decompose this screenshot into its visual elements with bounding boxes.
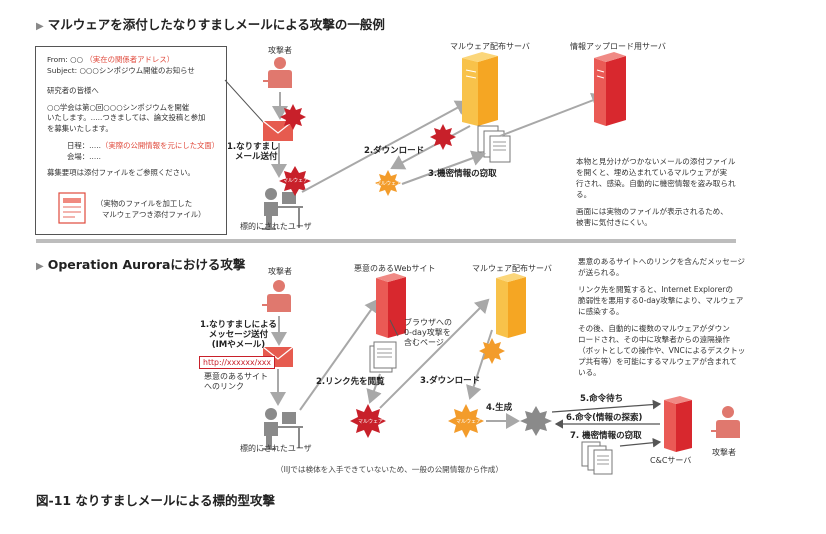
attacker2-label: 攻撃者 — [712, 448, 736, 457]
arrow-user-to-website — [299, 298, 380, 411]
arrow-exfil-2 — [619, 437, 662, 448]
sample-email-box: From: ○○ （実在の関係者アドレス） Subject: ○○○シンポジウム… — [35, 46, 227, 235]
generated-malware-icon — [520, 406, 552, 436]
attacker-label: 攻撃者 — [268, 46, 292, 55]
triangle-marker-icon: ▶ — [36, 261, 44, 272]
step2-label: 2.リンク先を閲覧 — [316, 377, 385, 387]
malware-server-icon — [462, 52, 498, 126]
step1-label: 1.なりすましによる メッセージ送付 (IMやメール) — [200, 320, 277, 351]
section1-note: 本物と見分けがつかないメールの添付ファイル を開くと、埋め込まれているマルウェア… — [576, 157, 736, 227]
arrow-exploit — [366, 373, 382, 404]
section1-title-text: マルウェアを添付したなりすましメールによる攻撃の一般例 — [47, 17, 385, 32]
attachment-note-2: マルウェアつき添付ファイル） — [102, 210, 206, 219]
malware-badge-icon — [279, 166, 311, 196]
malware-server-label: マルウェア配布サーバ — [472, 264, 552, 273]
arrow-upload — [499, 92, 606, 137]
email-from: From: ○○ （実在の関係者アドレス） — [47, 55, 175, 64]
section2-title-text: Operation Auroraにおける攻撃 — [47, 257, 246, 272]
arrow-download-2 — [466, 329, 493, 400]
triangle-marker-icon: ▶ — [36, 21, 44, 32]
arrow-to-malware-server — [379, 298, 490, 409]
step4-label: 4.生成 — [486, 403, 513, 413]
arrow-await-command — [551, 399, 662, 413]
link-label: 悪意のあるサイト へのリンク — [204, 372, 268, 391]
arrow-download — [390, 125, 471, 170]
malware-badge-icon — [350, 404, 386, 438]
malware-burst-icon — [280, 104, 306, 130]
malware-burst-icon — [430, 124, 456, 150]
website-label: 悪意のあるWebサイト — [354, 264, 436, 273]
malware-burst-icon — [479, 338, 505, 364]
section2-title: ▶Operation Auroraにおける攻撃 — [36, 254, 245, 273]
step7-label: 7. 機密情報の窃取 — [570, 431, 642, 441]
attacker-icon — [711, 406, 740, 438]
section1-title: ▶マルウェアを添付したなりすましメールによる攻撃の一般例 — [36, 14, 385, 33]
malware-badge-icon — [448, 404, 484, 438]
figure-caption: 図-11 なりすましメールによる標的型攻撃 — [36, 493, 276, 508]
malware-badge-label: マルウェア — [283, 178, 309, 184]
cc-server-icon — [664, 396, 692, 452]
attacker-label: 攻撃者 — [268, 267, 292, 276]
upload-server-label: 情報アップロード用サーバ — [570, 42, 666, 51]
section2-note: 悪意のあるサイトへのリンクを含んだメッセージ が送られる。 リンク先を閲覧すると… — [578, 257, 746, 377]
malware-burst-icon — [375, 170, 401, 196]
stolen-documents-icon — [477, 125, 511, 163]
arrow-user-to-malware-server — [301, 100, 470, 193]
malware-badge-label: マルウェア — [456, 419, 482, 425]
malware-server-label: マルウェア配布サーバ — [450, 42, 530, 51]
exploit-page-icon — [369, 341, 397, 373]
target-user-icon — [262, 188, 303, 230]
exploit-page-label: ブラウザへの 0-day攻撃を 含むページ — [404, 318, 452, 347]
attacker-icon — [262, 280, 291, 312]
email-connector-line — [224, 79, 265, 124]
email-body-line: いたします。.....つきましては、論文投稿と参加 — [47, 113, 206, 122]
step6-label: 6.命令(情報の探索) — [566, 413, 643, 423]
email-body-line: ○○学会は第○回○○○シンポジウムを開催 — [47, 102, 190, 112]
callout-line — [389, 319, 399, 337]
email-greeting: 研究者の皆様へ — [47, 86, 99, 95]
email-body-line: を募集いたします。 — [47, 123, 113, 133]
attachment-file-icon — [58, 192, 86, 224]
attachment-note-1: （実物のファイルを加工した — [96, 199, 193, 208]
step3-label: 3.機密情報の窃取 — [428, 169, 497, 179]
malicious-link-url: http://xxxxxx/xxx — [199, 356, 276, 369]
step3-label: 3.ダウンロード — [420, 376, 481, 386]
envelope-icon — [262, 120, 294, 141]
email-attach-text: 募集要項は添付ファイルをご参照ください。 — [47, 168, 195, 177]
malware-server-icon — [496, 273, 526, 338]
target-user-icon — [262, 408, 303, 450]
email-venue: 会場：..... — [67, 151, 101, 161]
malicious-website-server-icon — [376, 273, 406, 338]
email-subject: Subject: ○○○シンポジウム開催のお知らせ — [47, 65, 195, 75]
step1-label: 1.なりすまし メール送付 — [227, 142, 279, 163]
footnote: （IIJでは検体を入手できていないため、一般の公開情報から作成） — [276, 465, 503, 474]
step5-label: 5.命令待ち — [580, 394, 624, 404]
arrow-exfiltration — [401, 150, 486, 185]
attacker-icon — [263, 57, 292, 88]
target-user-label: 標的にされたユーザ — [240, 444, 312, 453]
stolen-documents-icon — [581, 441, 613, 475]
upload-server-icon — [594, 52, 626, 126]
cc-server-label: C&Cサーバ — [650, 456, 692, 465]
step2-label: 2.ダウンロード — [364, 146, 425, 156]
malware-badge-label: マルウェア — [358, 419, 384, 425]
target-user-label: 標的にされたユーザ — [240, 222, 312, 231]
section-divider — [36, 239, 736, 243]
email-date: 日程：.....（実際の公開情報を元にした文面） — [67, 141, 220, 150]
malware-badge-label: マルウェア — [376, 181, 402, 187]
